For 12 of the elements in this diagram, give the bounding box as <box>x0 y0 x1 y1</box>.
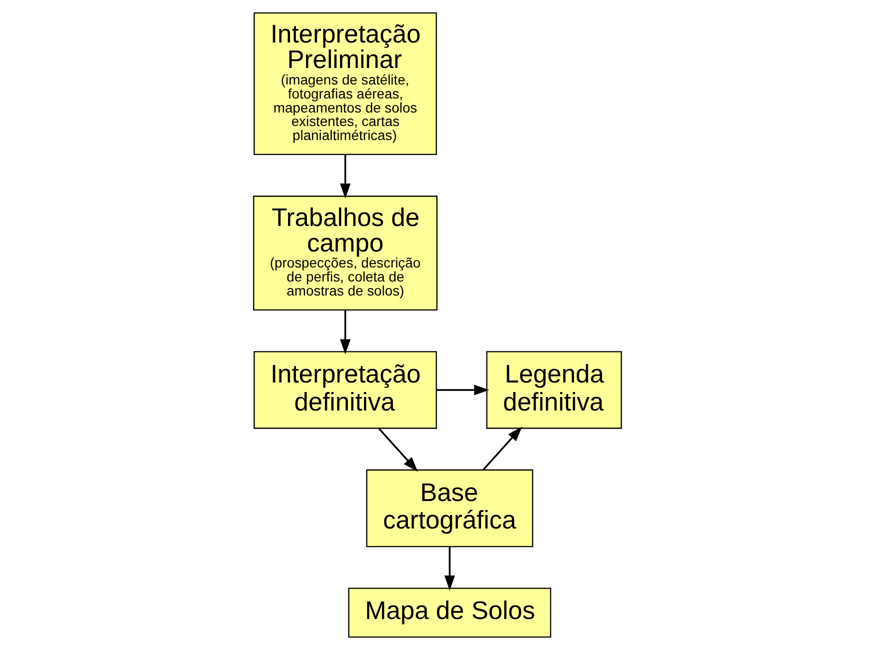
arrow <box>378 428 418 472</box>
arrow <box>340 310 351 354</box>
node-box: Trabalhos de campo (prospecções, descrição de perfis, coleta de amostras de solos) <box>253 196 438 310</box>
arrow <box>482 426 522 470</box>
arrow <box>436 384 490 396</box>
node-box: Interpretação definitiva <box>254 351 437 429</box>
node-box: Interpretação Preliminar (imagens de satélite, fotografias aéreas, mapeamentos de solos existentes, cartas planialtimétricas) <box>254 12 437 156</box>
node-box: Mapa de Solos <box>348 588 552 638</box>
node-box: Base cartográfica <box>366 469 534 548</box>
arrow <box>340 154 351 199</box>
arrow <box>444 546 455 591</box>
node-box: Legenda definitiva <box>486 351 622 429</box>
